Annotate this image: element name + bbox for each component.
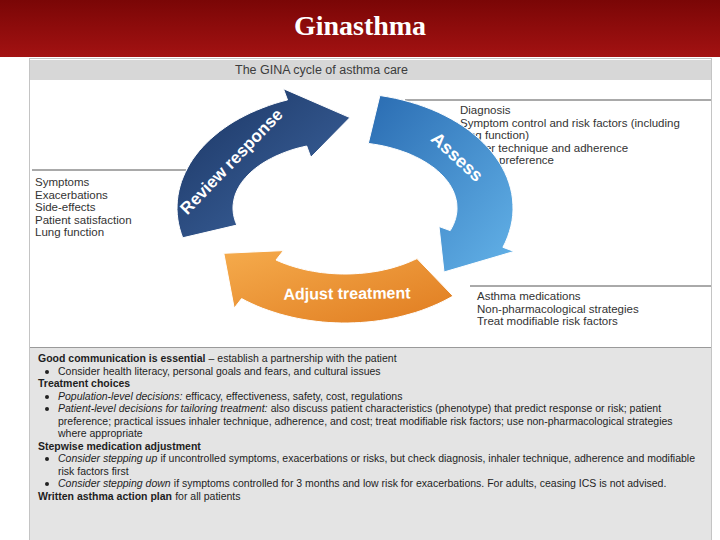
list-label: Inhaler technique and adherence — [460, 142, 692, 155]
arrow-shape — [175, 86, 352, 240]
panel-text: if symptoms controlled for 3 months and … — [174, 477, 667, 489]
cycle-arrow: Assess — [366, 93, 517, 274]
leader-line — [32, 170, 186, 171]
list-label: Diagnosis — [460, 104, 692, 117]
panel-row: Consider health literacy, personal goals… — [38, 365, 701, 378]
panel-text: Good communication is essential — [38, 352, 205, 364]
panel-row: Patient-level decisions for tailoring tr… — [38, 402, 701, 440]
panel-frame — [30, 59, 712, 540]
arrow-body — [368, 96, 514, 273]
panel-text: – establish a partnership with the patie… — [209, 352, 397, 364]
cycle-arrow: Review response — [175, 86, 352, 240]
arrow-label: Adjust treatment — [284, 284, 411, 305]
list-label: Lung function — [35, 226, 185, 239]
list-label: Asthma medications — [477, 290, 702, 303]
list-label: Patient satisfaction — [35, 214, 185, 227]
panel-row: Stepwise medication adjustment — [38, 440, 701, 453]
bullet-dot — [45, 370, 49, 374]
panel-row: Consider stepping upif uncontrolled symp… — [38, 452, 701, 477]
arrow-body — [177, 89, 350, 238]
panel-text: Patient-level decisions for tailoring tr… — [58, 402, 268, 414]
panel-row: Written asthma action planfor all patien… — [38, 490, 701, 503]
leader-line — [405, 100, 711, 101]
panel-row: Good communication is essential – establi… — [38, 352, 701, 365]
panel-text: Consider stepping up — [58, 452, 157, 464]
panel-text: Consider stepping down — [58, 477, 171, 489]
panel-text: Consider health literacy, personal goals… — [58, 365, 381, 377]
panel-text: efficacy, effectiveness, safety, cost, r… — [185, 390, 402, 402]
label-group: Asthma medicationsNon-pharmacological st… — [477, 290, 702, 328]
panel-text: for all patients — [175, 490, 240, 502]
label-group: SymptomsExacerbationsSide-effectsPatient… — [35, 176, 185, 239]
panel-text: Written asthma action plan — [38, 490, 172, 502]
list-label: Exacerbations — [35, 189, 185, 202]
panel-row: Population-level decisions:efficacy, eff… — [38, 390, 701, 403]
panel-text: Stepwise medication adjustment — [38, 440, 201, 452]
panel-row: Treatment choices — [38, 377, 701, 390]
list-label: Side-effects — [35, 201, 185, 214]
panel-text: Population-level decisions: — [58, 390, 182, 402]
arrow-body — [224, 251, 453, 323]
list-label: Non-pharmacological strategies — [477, 303, 702, 316]
bullet-dot — [45, 407, 49, 411]
panel-text: Treatment choices — [38, 377, 130, 389]
header-band: The GINA cycle of asthma care — [30, 60, 711, 80]
panel-row: Consider stepping downif symptoms contro… — [38, 477, 701, 490]
list-label: Symptom control and risk factors (includ… — [460, 117, 692, 142]
cycle-arrow: Adjust treatment — [221, 248, 455, 325]
page-title: Ginasthma — [0, 9, 720, 43]
list-label: Treat modifiable risk factors — [477, 315, 702, 328]
header-bar — [0, 0, 720, 57]
bullet-dot — [45, 457, 49, 461]
bullet-dot — [45, 395, 49, 399]
list-label: Symptoms — [35, 176, 185, 189]
bullet-dot — [45, 482, 49, 486]
leader-line — [470, 286, 711, 287]
arrow-shape — [366, 93, 517, 274]
band-heading: The GINA cycle of asthma care — [235, 60, 711, 80]
info-panel: Good communication is essential – establi… — [30, 347, 711, 540]
